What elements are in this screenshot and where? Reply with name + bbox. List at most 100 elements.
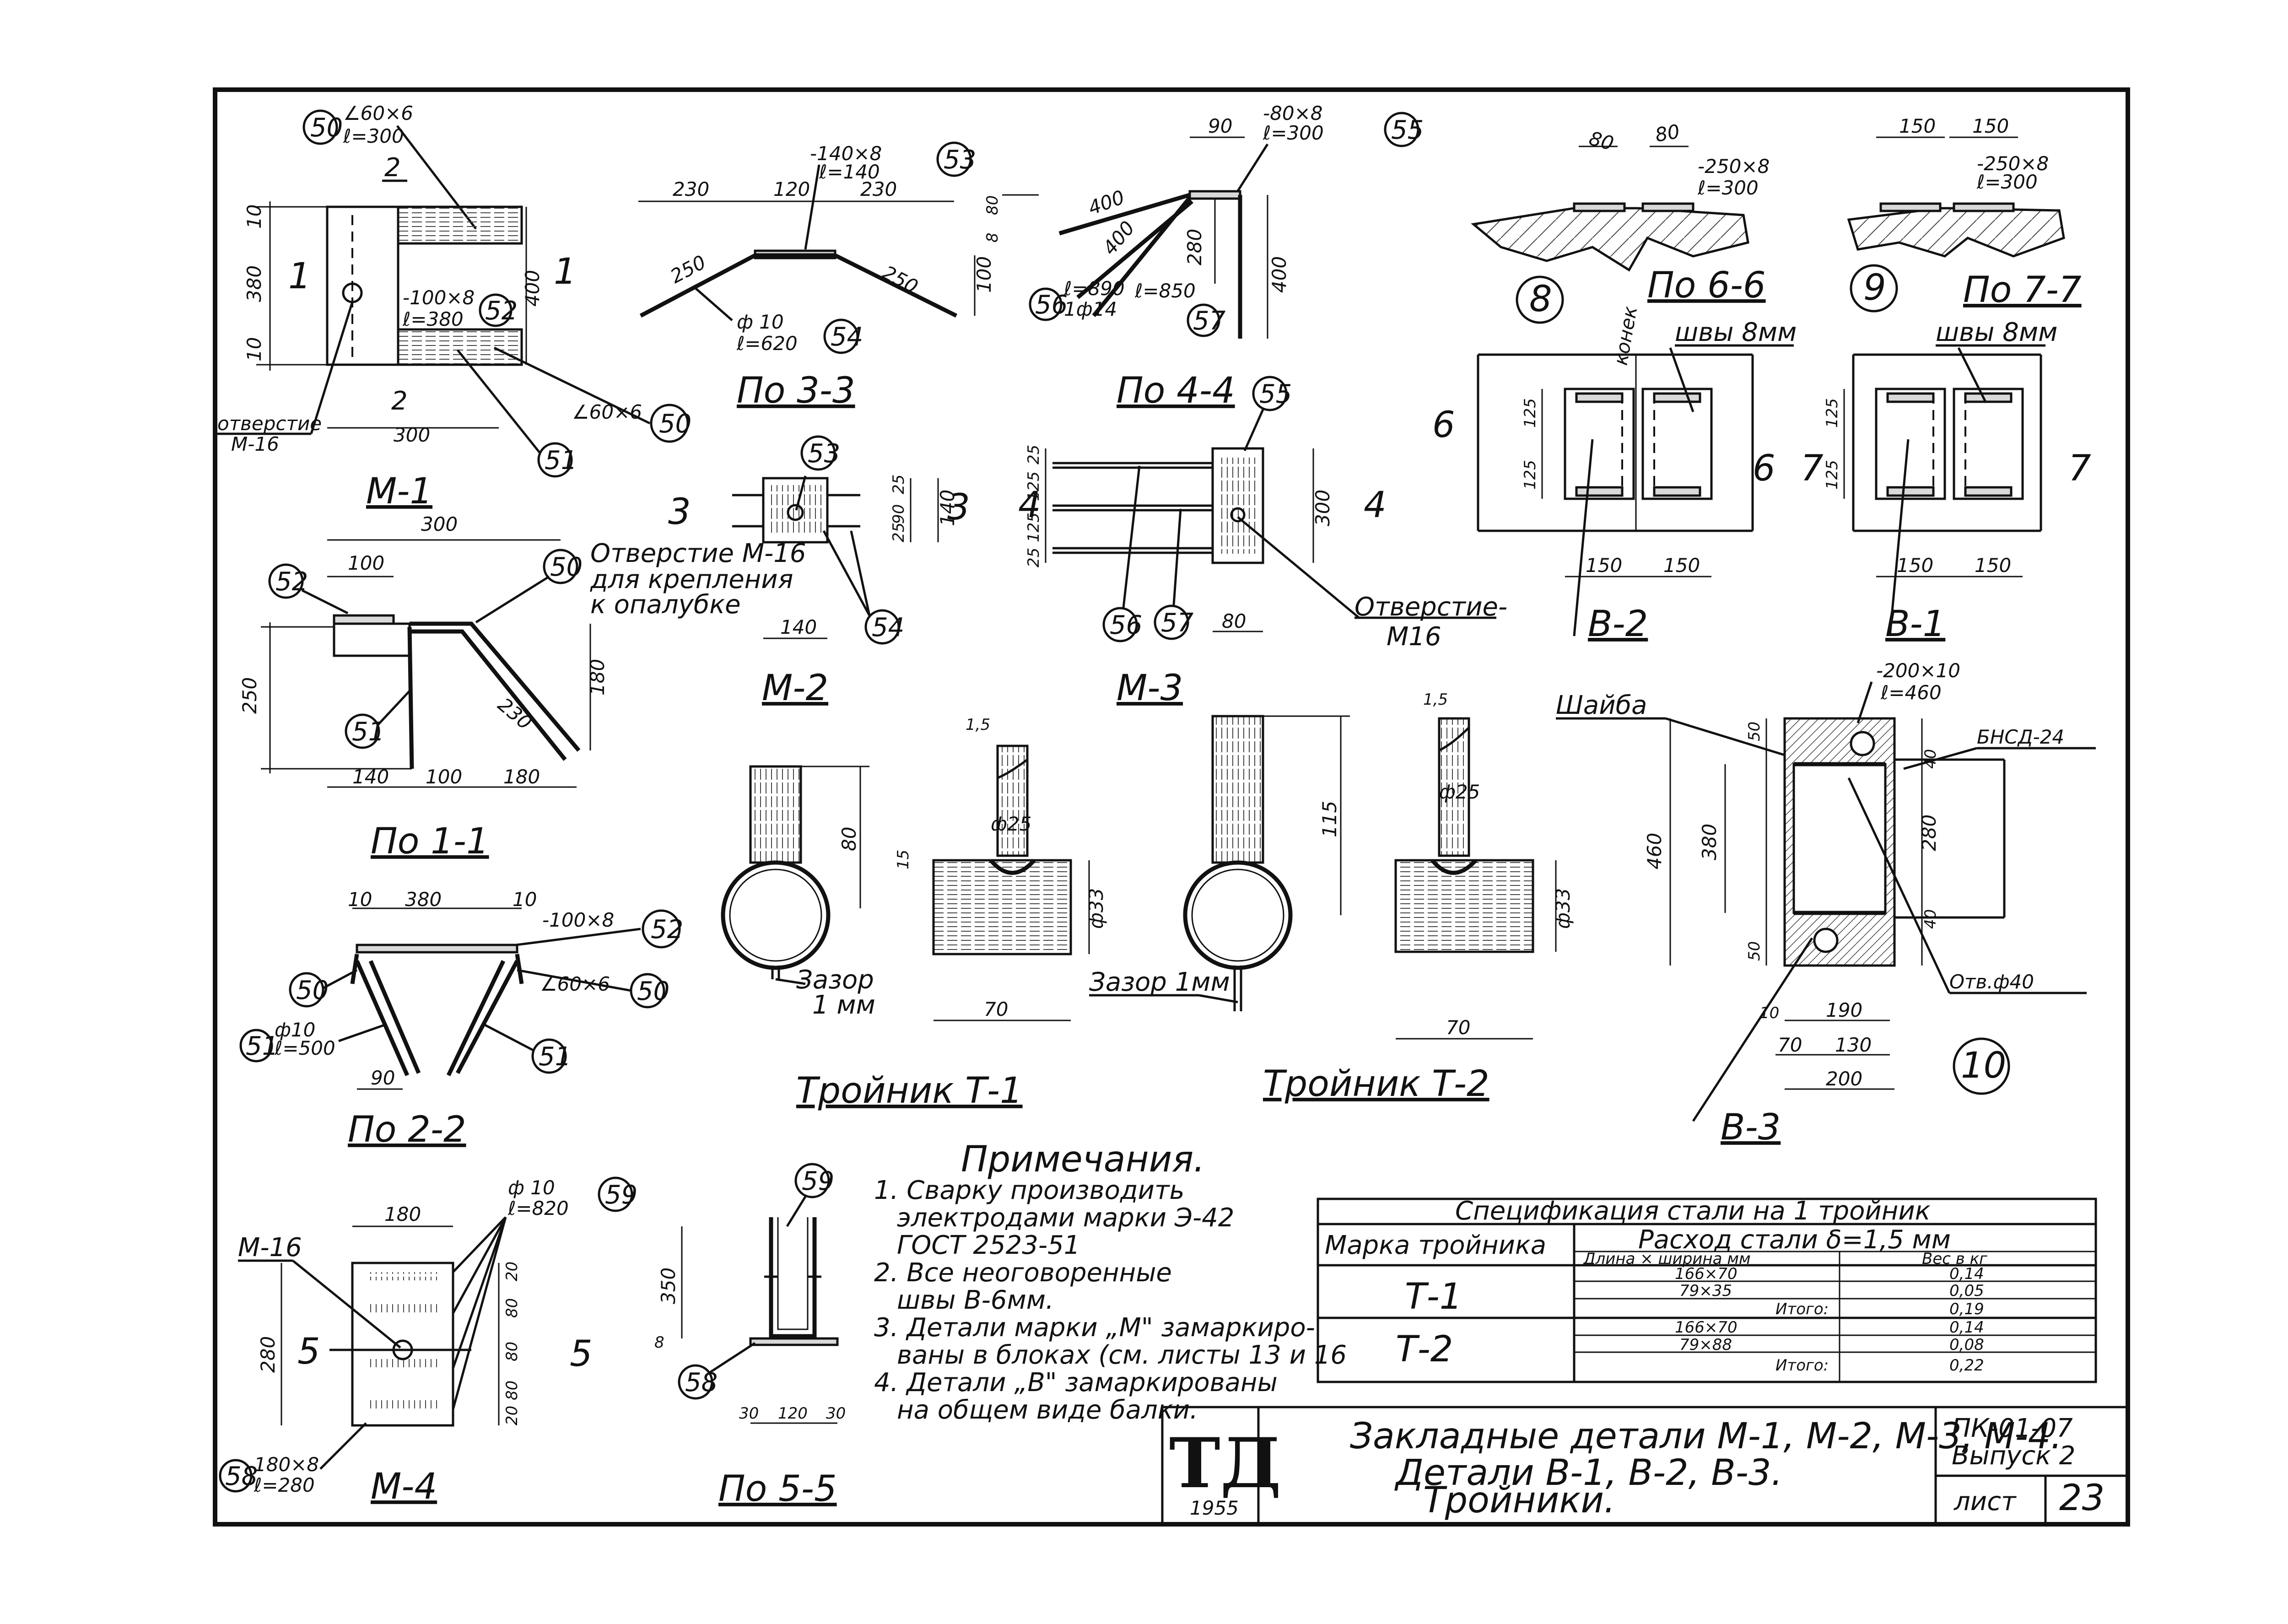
view-b1: швы 8мм 7 7 125 125 150 150 В-1: [1801, 318, 2091, 645]
issue-number: Выпуск 2: [1952, 1441, 2075, 1471]
dim-label: 80: [983, 195, 1002, 215]
dim-label: 140: [780, 616, 817, 638]
dim-label: 70: [1446, 1016, 1470, 1039]
dim-label: 115: [1318, 801, 1341, 837]
dim-label: ℓ=500: [274, 1037, 335, 1059]
note-line: швы В-6мм.: [897, 1285, 1054, 1315]
dim-label: 90: [371, 1067, 395, 1089]
callout: 50: [310, 113, 343, 143]
callout: 51: [246, 1031, 278, 1061]
dim-label: 80: [503, 1298, 521, 1318]
section-mark: 3: [947, 487, 970, 528]
view-title: По 4-4: [1117, 370, 1235, 411]
section-mark: 7: [1801, 448, 1824, 489]
dim-label: ф10: [275, 1019, 315, 1041]
spec-total-label: Итого:: [1775, 1300, 1829, 1318]
dim-label: 120: [773, 178, 810, 200]
view-title: В-1: [1885, 604, 1945, 645]
view-title: В-3: [1721, 1107, 1781, 1148]
section-mark: 7: [2068, 448, 2091, 489]
dim-label: ℓ=300: [1263, 122, 1324, 144]
callout: 58: [685, 1368, 718, 1397]
notes-block: Примечания. 1. Сварку производить электр…: [874, 1139, 1347, 1425]
dim-label: 300: [394, 424, 430, 446]
view-b3: -200×10 ℓ=460 Шайба БНСД-24 50 50 40 280…: [1556, 659, 2096, 1148]
dim-label: 40: [1921, 749, 1940, 769]
dim-label: 180: [586, 659, 609, 696]
callout: 57: [1161, 608, 1194, 638]
dim-label: 90: [890, 504, 908, 524]
dim-label: ℓ=300: [343, 125, 404, 147]
dim-label: 125: [1521, 398, 1539, 428]
spec-cell: 0,14: [1949, 1265, 1984, 1283]
section-mark: 4: [1364, 485, 1387, 526]
callout: 50: [659, 409, 691, 439]
dim-label: ф25: [991, 813, 1031, 835]
dim-label: ф25: [1439, 781, 1480, 803]
callout: 53: [808, 439, 840, 469]
dim-label: 125: [1025, 471, 1043, 501]
dim-label: 150: [1663, 554, 1700, 577]
view-po44: 90 -80×8 ℓ=300 55 80 8 400 400 280 400 5…: [983, 102, 1424, 411]
dim-label: ф33: [1085, 888, 1107, 929]
spec-cell: 166×70: [1675, 1265, 1738, 1283]
dim-label: 80: [1222, 610, 1246, 632]
dim-label: 25: [1025, 445, 1043, 464]
dim-label: ∠60×6: [343, 102, 413, 124]
dim-label: 380: [1698, 824, 1721, 860]
dim-label: 200: [1826, 1068, 1862, 1090]
dim-label: 10: [243, 337, 265, 361]
dim-label: 50: [1745, 941, 1764, 961]
dim-label: -250×8: [1977, 152, 2049, 175]
dim-label: ℓ=890: [1063, 277, 1125, 300]
view-m2: 53 3 3 25 90 25 140 140 54 М-2: [668, 435, 970, 709]
callout: 9: [1863, 267, 1886, 308]
callout: 52: [485, 296, 518, 326]
ridge-label: конек: [1609, 304, 1642, 367]
dim-label: 150: [1586, 554, 1622, 577]
view-m1: 50 ∠60×6 ℓ=300 2 1 1 10 380 10 400 300 -…: [217, 102, 691, 512]
section-mark: 5: [570, 1333, 593, 1375]
dim-label: 120: [778, 1404, 808, 1423]
dim-label: ℓ=850: [1134, 280, 1196, 302]
dim-label: 125: [1823, 398, 1841, 428]
callout: 55: [1391, 115, 1424, 145]
spec-mark: Т-1: [1405, 1276, 1462, 1317]
view-title: М-2: [762, 668, 828, 709]
callout: 55: [1259, 379, 1292, 409]
note-line: 1. Сварку производить: [874, 1176, 1185, 1205]
dim-label: 8: [983, 232, 1002, 243]
dim-label: 250: [879, 261, 922, 298]
spec-subheader: Вес в кг: [1922, 1250, 1988, 1268]
hole-size: М16: [1387, 622, 1441, 652]
washer-label: Шайба: [1556, 691, 1647, 720]
dim-label: 25: [890, 475, 908, 494]
notes-heading: Примечания.: [961, 1139, 1205, 1180]
view-title: По 2-2: [348, 1109, 466, 1150]
dim-label: ℓ=280: [254, 1474, 315, 1496]
callout: 50: [296, 976, 329, 1005]
dim-label: 1,5: [966, 716, 990, 734]
note-line: 2. Все неоговоренные: [874, 1258, 1172, 1288]
dim-label: -140×8: [810, 142, 882, 165]
dim-label: 150: [1899, 115, 1936, 137]
view-title: По 1-1: [371, 821, 489, 862]
spec-table: Спецификация стали на 1 тройник Марка тр…: [1317, 1196, 2097, 1383]
dim-label: 100: [426, 766, 462, 788]
spec-title: Спецификация стали на 1 тройник: [1455, 1196, 1931, 1226]
gap-label: 1 мм: [812, 990, 875, 1020]
dim-label: ℓ=620: [736, 332, 798, 355]
view-po22: 10 380 10 -100×8 52 50 ∠60×6 50 51 ф10 ℓ…: [239, 888, 683, 1150]
dim-label: ℓ=380: [402, 308, 464, 330]
section-mark: 4: [1018, 485, 1041, 526]
dim-label: 190: [1826, 999, 1862, 1021]
callout: 51: [539, 1042, 571, 1072]
dim-label: ф33: [1552, 888, 1574, 929]
weld-note: швы 8мм: [1936, 318, 2057, 347]
dim-label: 100: [348, 552, 384, 574]
view-t2: 115 Зазор 1мм 1,5 ф25 ф33 70 Тройник Т-2: [1089, 691, 1574, 1105]
callout: 56: [1035, 290, 1068, 320]
callout: 51: [545, 446, 577, 475]
callout: 59: [802, 1166, 834, 1196]
